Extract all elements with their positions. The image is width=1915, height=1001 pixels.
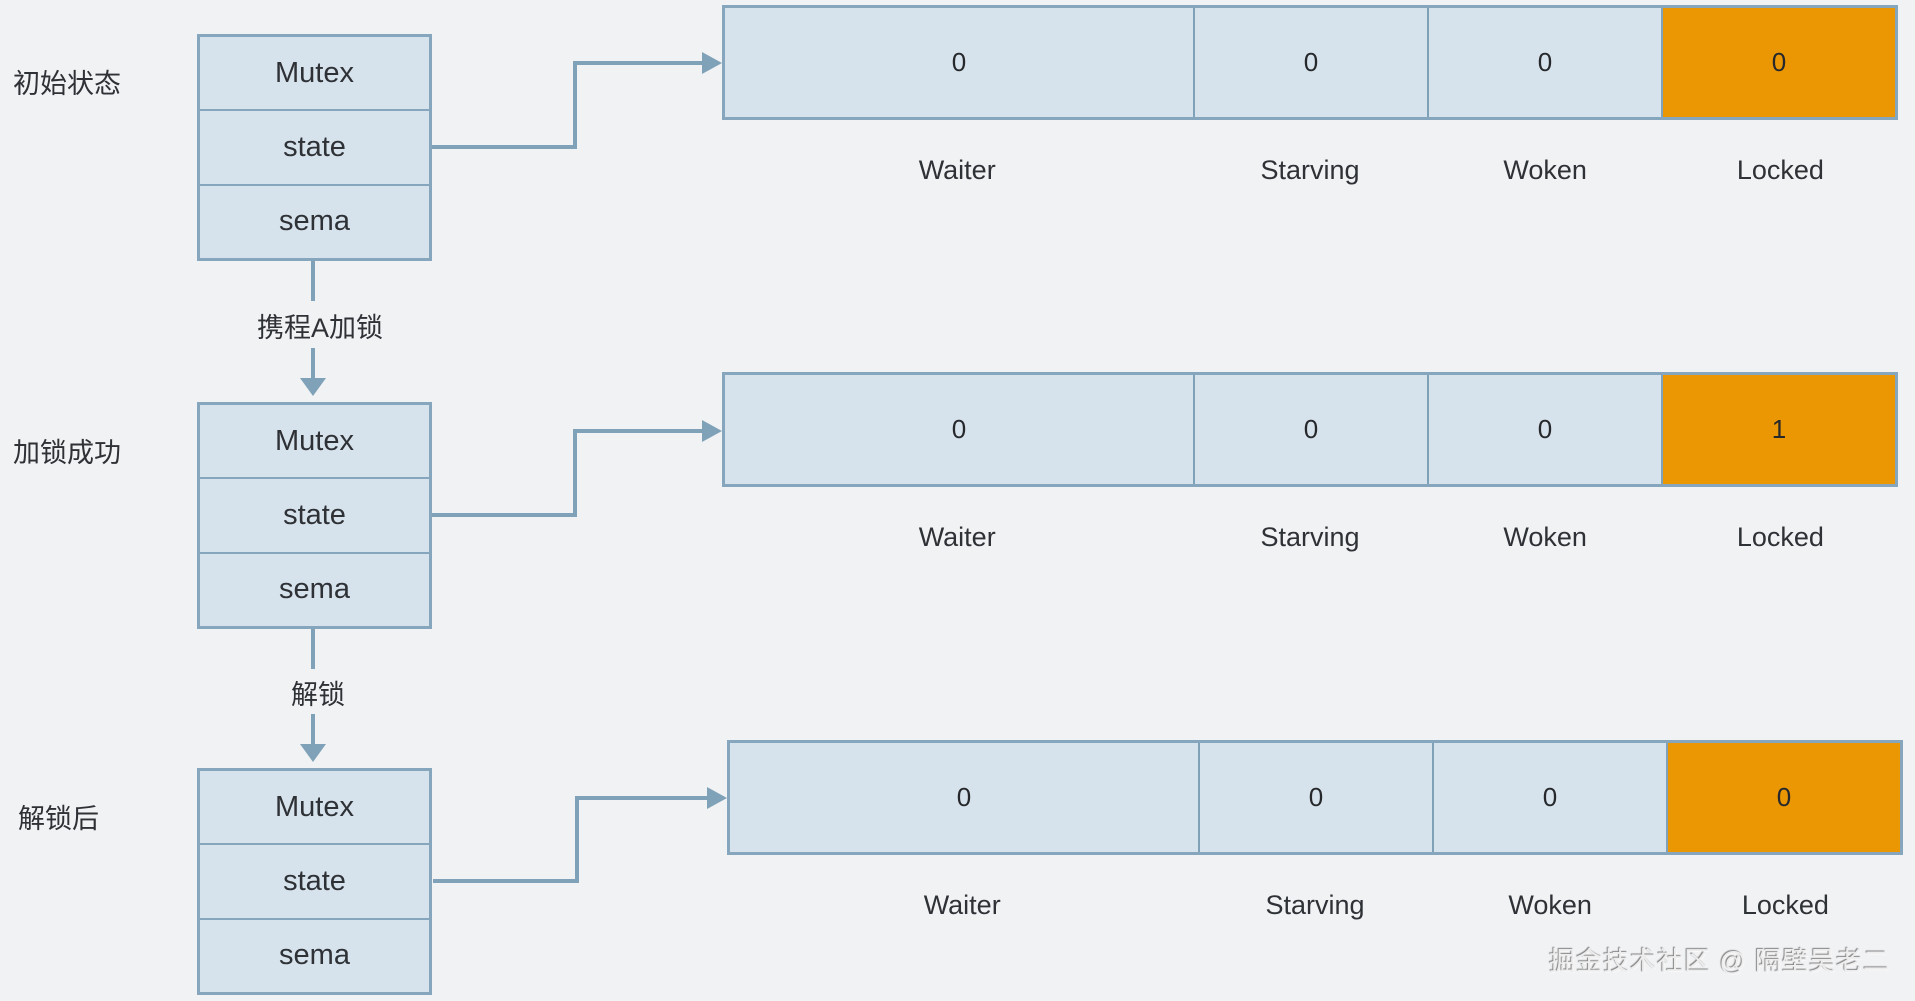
connector-line [575, 796, 707, 800]
bit-label-starving: Starving [1265, 890, 1365, 920]
mutex-field-state: state [200, 477, 429, 551]
connector-line [432, 513, 577, 517]
bit-cell-starving: 0 [1193, 8, 1427, 117]
arrow-down-icon [300, 378, 326, 396]
bit-labels-row: Waiter Starving Woken Locked [727, 890, 1903, 921]
flow-line [311, 348, 315, 378]
bit-cell-locked: 1 [1661, 375, 1895, 484]
mutex-field-state: state [200, 843, 429, 917]
mutex-struct-locked: Mutex state sema [197, 402, 432, 629]
arrow-right-icon [702, 420, 722, 442]
connector-line [573, 429, 577, 517]
bit-cell-locked: 0 [1661, 8, 1895, 117]
mutex-field-sema: sema [200, 551, 429, 626]
bit-label-woken: Woken [1503, 522, 1587, 552]
mutex-struct-initial: Mutex state sema [197, 34, 432, 261]
arrow-down-icon [300, 744, 326, 762]
connector-line [575, 796, 579, 883]
flow-line [311, 629, 315, 669]
bit-cell-waiter: 0 [956, 782, 972, 812]
flow-line [311, 714, 315, 744]
bit-cell-woken: 0 [1432, 743, 1666, 852]
bit-label-locked: Locked [1736, 155, 1824, 185]
bit-cell-starving: 0 [1198, 743, 1432, 852]
bit-label-starving: Starving [1260, 155, 1360, 185]
connector-line [573, 429, 702, 433]
bit-label-waiter: Waiter [918, 155, 996, 185]
stage-label-locked: 加锁成功 [13, 438, 121, 468]
bit-labels-row: Waiter Starving Woken Locked [722, 522, 1898, 553]
bit-cell-waiter: 0 [951, 47, 967, 77]
bit-label-waiter: Waiter [923, 890, 1001, 920]
bit-labels-row: Waiter Starving Woken Locked [722, 155, 1898, 186]
flow-line [311, 261, 315, 301]
bit-cell-woken: 0 [1427, 8, 1661, 117]
connector-line [432, 145, 577, 149]
state-bits-register-unlocked: 0 0 0 0 [727, 740, 1903, 855]
bit-label-locked: Locked [1741, 890, 1829, 920]
mutex-field-sema: sema [200, 917, 429, 992]
bit-cell-starving: 0 [1193, 375, 1427, 484]
arrow-right-icon [702, 52, 722, 74]
bit-cell-woken: 0 [1427, 375, 1661, 484]
bit-label-waiter: Waiter [918, 522, 996, 552]
mutex-title: Mutex [275, 56, 354, 89]
bit-label-woken: Woken [1508, 890, 1592, 920]
bit-label-woken: Woken [1503, 155, 1587, 185]
mutex-title: Mutex [275, 790, 354, 823]
stage-label-initial: 初始状态 [13, 69, 121, 99]
connector-line [573, 61, 577, 149]
transition-label-lock: 携程A加锁 [256, 306, 384, 345]
bit-label-locked: Locked [1736, 522, 1824, 552]
transition-label-unlock: 解锁 [291, 673, 345, 712]
mutex-field-state: state [200, 109, 429, 183]
arrow-right-icon [707, 787, 727, 809]
mutex-field-sema: sema [200, 183, 429, 258]
stage-label-unlocked: 解锁后 [18, 804, 99, 834]
connector-line [573, 61, 702, 65]
state-bits-register-initial: 0 0 0 0 [722, 5, 1898, 120]
bit-cell-waiter: 0 [951, 414, 967, 444]
mutex-title: Mutex [275, 424, 354, 457]
bit-cell-locked: 0 [1666, 743, 1900, 852]
mutex-struct-unlocked: Mutex state sema [197, 768, 432, 995]
state-bits-register-locked: 0 0 0 1 [722, 372, 1898, 487]
connector-line [433, 879, 579, 883]
watermark-text: 掘金技术社区 @ 隔壁吴老二 [1549, 946, 1890, 976]
bit-label-starving: Starving [1260, 522, 1360, 552]
